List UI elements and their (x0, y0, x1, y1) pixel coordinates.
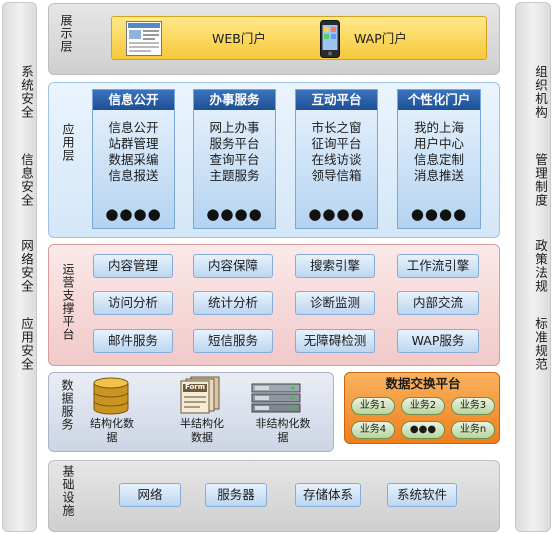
ops-service: 内部交流 (397, 291, 479, 315)
data-exchange-platform: 数据交换平台 业务1 业务2 业务3 业务4 ●●● 业务n (344, 372, 500, 444)
app-column-info-disclosure: 信息公开 信息公开 站群管理 数据采编 信息报送 ●●●● (92, 89, 175, 229)
right-panel-item: 管理制度 (533, 153, 548, 207)
app-item: 查询平台 (209, 152, 260, 167)
infra-item-network: 网络 (119, 483, 181, 507)
left-panel-item: 网络安全 (19, 239, 34, 293)
app-item: 数据采编 (108, 152, 159, 167)
infrastructure-layer-label: 基础设施 (61, 465, 75, 517)
app-item: 我的上海 (413, 120, 464, 135)
service-pill: 业务n (451, 421, 495, 439)
app-column-personal-portal: 个性化门户 我的上海 用户中心 信息定制 消息推送 ●●●● (397, 89, 481, 229)
database-icon (93, 377, 129, 415)
application-layer-label: 应用层 (61, 123, 75, 162)
ops-service: 内容保障 (193, 254, 273, 278)
app-item: 站群管理 (108, 136, 159, 151)
ops-service: 访问分析 (93, 291, 173, 315)
infra-item-system-software: 系统软件 (387, 483, 457, 507)
app-item: 信息公开 (108, 120, 159, 135)
form-documents-icon: Form (179, 376, 221, 414)
service-pill: 业务3 (451, 397, 495, 415)
right-panel-governance: 组织机构 管理制度 政策法规 标准规范 (515, 2, 551, 532)
app-column-title: 个性化门户 (398, 90, 480, 110)
service-pill: 业务1 (351, 397, 395, 415)
operations-layer: 运营支撑平台 内容管理 内容保障 搜索引擎 工作流引擎 访问分析 统计分析 诊断… (48, 244, 500, 366)
server-rack-icon (251, 383, 301, 413)
ops-service: WAP服务 (397, 329, 479, 353)
more-dots: ●●●● (308, 205, 365, 223)
data-exchange-title: 数据交换平台 (385, 376, 461, 391)
app-item: 信息报送 (108, 168, 159, 183)
app-item: 信息定制 (413, 152, 464, 167)
left-panel-item: 信息安全 (19, 153, 34, 207)
semi-structured-data-label: 半结构化数据 (180, 417, 224, 444)
app-item: 网上办事 (209, 120, 260, 135)
portal-bar: WEB门户 WAP门户 (111, 16, 487, 60)
app-column-interaction: 互动平台 市长之窗 征询平台 在线访谈 领导信箱 ●●●● (295, 89, 378, 229)
presentation-layer: 展示层 WEB门户 (48, 3, 500, 75)
app-item: 市长之窗 (311, 120, 362, 135)
ops-service: 诊断监测 (295, 291, 375, 315)
right-panel-item: 政策法规 (533, 239, 548, 293)
app-column-title: 信息公开 (93, 90, 174, 110)
presentation-layer-label: 展示层 (59, 14, 73, 53)
service-pill: 业务4 (351, 421, 395, 439)
ops-service: 搜索引擎 (295, 254, 375, 278)
service-pill-more: ●●● (401, 421, 445, 439)
app-item: 征询平台 (311, 136, 362, 151)
ops-service: 短信服务 (193, 329, 273, 353)
more-dots: ●●●● (410, 205, 468, 223)
left-panel-security: 系统安全 信息安全 网络安全 应用安全 (2, 2, 37, 532)
ops-service: 邮件服务 (93, 329, 173, 353)
app-item: 用户中心 (413, 136, 464, 151)
infra-item-servers: 服务器 (205, 483, 267, 507)
unstructured-data-label: 非结构化数据 (255, 417, 311, 444)
app-item: 在线访谈 (311, 152, 362, 167)
left-panel-item: 系统安全 (19, 65, 34, 119)
right-panel-item: 标准规范 (533, 317, 548, 371)
app-item: 消息推送 (413, 168, 464, 183)
left-panel-item: 应用安全 (19, 317, 34, 371)
ops-service: 无障碍检测 (295, 329, 375, 353)
infrastructure-layer: 基础设施 网络 服务器 存储体系 系统软件 (48, 460, 500, 532)
service-pill: 业务2 (401, 397, 445, 415)
data-services-layer: 数据服务 结构化数据 Form 半结构化数据 (48, 372, 334, 452)
web-page-icon (126, 21, 162, 56)
app-column-services: 办事服务 网上办事 服务平台 查询平台 主题服务 ●●●● (193, 89, 276, 229)
more-dots: ●●●● (105, 205, 162, 223)
ops-service: 统计分析 (193, 291, 273, 315)
app-item: 领导信箱 (311, 168, 362, 183)
form-icon-text: Form (184, 383, 206, 391)
application-layer: 应用层 信息公开 信息公开 站群管理 数据采编 信息报送 ●●●● 办事服务 网… (48, 82, 500, 238)
right-panel-item: 组织机构 (533, 65, 548, 119)
ops-service: 工作流引擎 (397, 254, 479, 278)
infra-item-storage: 存储体系 (295, 483, 361, 507)
ops-service: 内容管理 (93, 254, 173, 278)
operations-layer-label: 运营支撑平台 (61, 263, 75, 341)
app-item: 服务平台 (209, 136, 260, 151)
more-dots: ●●●● (206, 205, 263, 223)
app-column-title: 办事服务 (194, 90, 275, 110)
app-column-title: 互动平台 (296, 90, 377, 110)
web-portal-label: WEB门户 (212, 31, 266, 46)
app-item: 主题服务 (209, 168, 260, 183)
wap-portal-label: WAP门户 (354, 31, 407, 46)
data-services-label: 数据服务 (60, 379, 74, 431)
mobile-phone-icon (320, 20, 340, 58)
structured-data-label: 结构化数据 (90, 417, 134, 444)
